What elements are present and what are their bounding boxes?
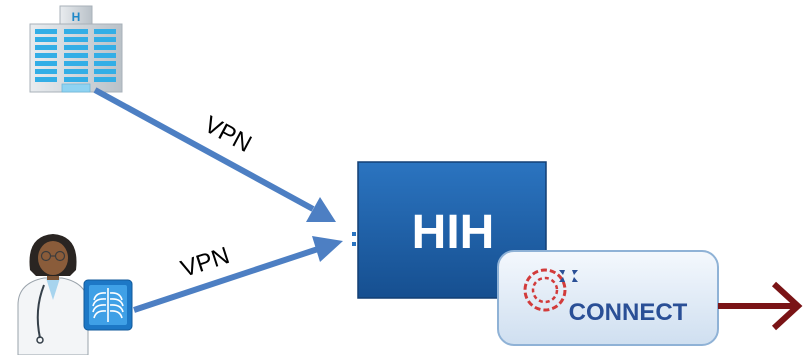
vpn-label-lower: VPN — [178, 242, 233, 283]
connect-gateway-box — [497, 250, 719, 346]
connect-outbound-arrow — [718, 281, 803, 331]
connect-gateway-label: CONNECT — [569, 299, 688, 326]
hospital-building-icon: H — [29, 5, 123, 93]
clinician-icon — [17, 234, 89, 355]
connect-globe-logo-icon — [523, 268, 578, 312]
chest-xray-icon — [83, 279, 133, 331]
vpn-link-hospital-arrow — [93, 87, 336, 222]
vpn-link-clinician-arrow — [133, 236, 343, 313]
hih-hub-label: HIH — [412, 206, 495, 259]
svg-text:H: H — [72, 10, 81, 24]
